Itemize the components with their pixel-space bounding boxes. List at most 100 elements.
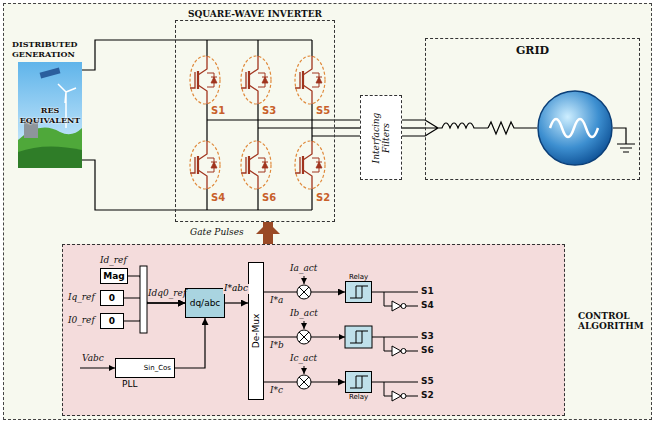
diode xyxy=(207,158,217,172)
relay-box xyxy=(345,326,372,348)
feedback-wire xyxy=(304,366,305,374)
block-label: dq/abc xyxy=(190,298,221,308)
reference-block: 0 xyxy=(100,290,124,306)
igbt-symbol xyxy=(197,156,199,174)
diode xyxy=(207,73,217,87)
not-gate xyxy=(392,391,401,401)
switch-name: S1 xyxy=(211,105,225,116)
grid-source xyxy=(538,91,612,165)
igbt-symbol xyxy=(302,71,304,89)
not-gate xyxy=(401,304,406,309)
grid-region: GRID xyxy=(425,38,640,180)
transform-block: dq/abc xyxy=(185,288,225,318)
igbt-symbol xyxy=(249,141,258,189)
summing-junction xyxy=(297,330,311,344)
igbt-gate xyxy=(190,72,195,88)
diode xyxy=(316,162,322,168)
heading: CONTROL ALGORITHM xyxy=(578,311,650,331)
relay-box: Relay xyxy=(345,281,372,303)
block-label: De-Mux xyxy=(251,314,261,349)
igbt-gate xyxy=(241,157,246,173)
connector xyxy=(124,303,185,321)
filter-box: Interfacing Filters xyxy=(360,95,402,180)
diode xyxy=(262,162,268,168)
connector xyxy=(82,40,175,70)
signal-name: Ia_act xyxy=(290,263,317,273)
diode xyxy=(258,73,268,87)
heading: DISTRIBUTED GENERATION xyxy=(12,39,96,59)
gate-wire xyxy=(372,382,418,396)
signal-name: Idq0_ref xyxy=(148,288,186,298)
block-label: 0 xyxy=(109,293,115,303)
switch-name: S4 xyxy=(211,192,225,203)
diode xyxy=(258,158,268,172)
diode xyxy=(312,158,322,172)
switch-outline xyxy=(295,141,325,189)
switch-outline xyxy=(190,141,220,189)
igbt-symbol xyxy=(303,141,312,189)
res-picture-box: DISTRIBUTED GENERATIONRES EQUIVALENT xyxy=(18,62,82,168)
igbt-gate xyxy=(295,72,300,88)
diode xyxy=(262,77,268,83)
summing-junction xyxy=(297,285,311,299)
reference-block: Mag xyxy=(100,268,128,284)
connector xyxy=(175,318,205,368)
reference-block: 0 xyxy=(100,313,124,329)
signal-name: I*c xyxy=(270,385,283,395)
igbt-gate xyxy=(241,72,246,88)
gate-signal: S2 xyxy=(421,390,434,400)
block-label: Sin_Cos xyxy=(144,364,171,372)
relay-box: Relay xyxy=(345,371,372,393)
control-ground xyxy=(62,244,565,416)
connector xyxy=(264,381,345,382)
res-picture xyxy=(18,62,82,168)
switch-name: S2 xyxy=(316,192,330,203)
heading: SQUARE-WAVE INVERTER xyxy=(166,9,344,19)
not-gate xyxy=(392,346,401,356)
gate-signal: S4 xyxy=(421,300,434,310)
signal-name: I0_ref xyxy=(68,315,95,325)
signal-name: I*b xyxy=(270,340,284,350)
not-gate xyxy=(401,349,406,354)
switch-outline xyxy=(241,56,271,104)
signal-name: Ib_act xyxy=(290,308,318,318)
connector xyxy=(335,127,360,128)
hysteresis-symbol xyxy=(350,331,368,343)
signal-name: I*a xyxy=(270,295,283,305)
igbt-symbol xyxy=(303,56,312,104)
signal-name: Vabc xyxy=(82,353,104,363)
block-label: Relay xyxy=(340,273,377,281)
igbt-symbol xyxy=(197,71,199,89)
summing-junction xyxy=(297,375,311,389)
igbt-symbol xyxy=(302,156,304,174)
igbt-gate xyxy=(295,157,300,173)
connector xyxy=(225,302,248,303)
switch-name: S3 xyxy=(262,105,276,116)
connector xyxy=(402,127,425,128)
gate-signal: S6 xyxy=(421,345,434,355)
igbt-symbol xyxy=(198,141,207,189)
signal-name: Iq_ref xyxy=(68,292,95,302)
igbt-symbol xyxy=(249,56,258,104)
igbt-gate xyxy=(190,157,195,173)
signal-name: I*abc xyxy=(223,284,249,294)
summing-junction xyxy=(299,377,309,387)
diode xyxy=(211,77,217,83)
not-gate xyxy=(392,301,401,311)
not-gate xyxy=(401,394,406,399)
arrow-caption: Gate Pulses xyxy=(190,227,244,237)
connector xyxy=(264,291,345,292)
block-label: 0 xyxy=(109,316,115,326)
igbt-symbol xyxy=(248,156,250,174)
igbt-switches xyxy=(190,40,325,210)
mux-bar xyxy=(140,266,147,333)
signal-name: Ic_act xyxy=(290,353,317,363)
inverter-region: SQUARE-WAVE INVERTER xyxy=(175,20,335,222)
switch-name: S6 xyxy=(262,192,276,203)
switch-outline xyxy=(295,56,325,104)
summing-junction xyxy=(299,287,309,297)
gate-signal: S5 xyxy=(421,376,434,386)
block-label: RES EQUIVALENT xyxy=(18,105,82,125)
block-label: Interfacing Filters xyxy=(371,102,391,174)
